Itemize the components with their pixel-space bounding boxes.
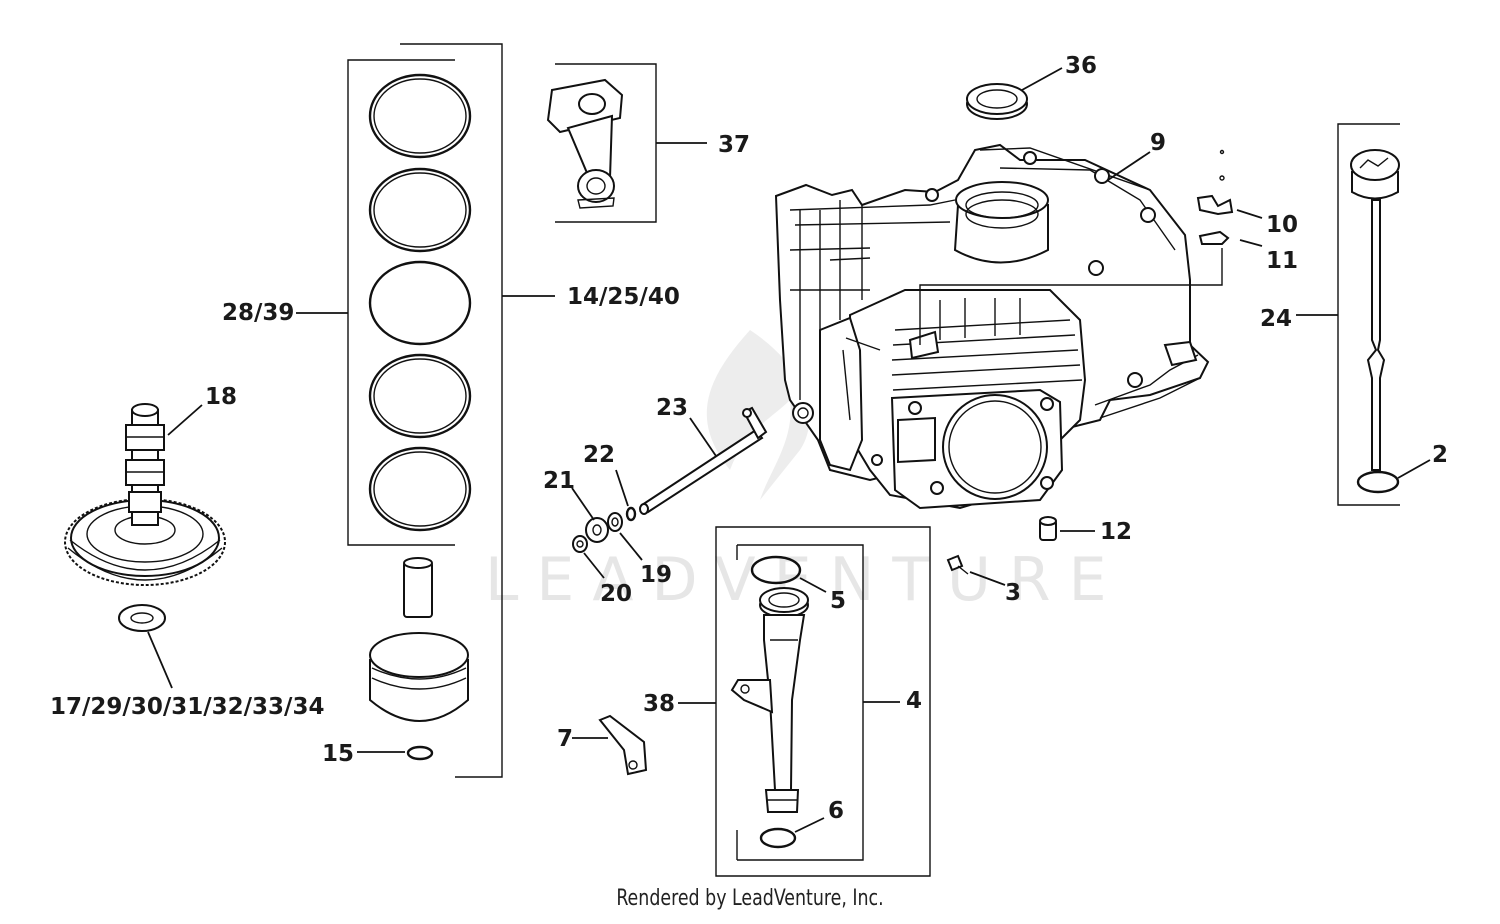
callout-2[interactable]: 2 <box>1432 442 1448 468</box>
callout-17-34[interactable]: 17/29/30/31/32/33/34 <box>50 694 324 720</box>
dipstick-o-ring[interactable] <box>1356 470 1400 494</box>
governor-seal[interactable] <box>607 512 623 532</box>
oil-fill-o-ring-top[interactable] <box>750 555 802 585</box>
callout-14-25-40[interactable]: 14/25/40 <box>567 284 680 310</box>
piston[interactable] <box>369 632 469 722</box>
callout-15[interactable]: 15 <box>322 741 354 767</box>
oil-fill-o-ring-bottom[interactable] <box>759 827 797 849</box>
piston-ring-set[interactable] <box>347 43 503 778</box>
callout-38[interactable]: 38 <box>643 691 675 717</box>
callout-5[interactable]: 5 <box>830 588 846 614</box>
callout-4[interactable]: 4 <box>906 688 922 714</box>
callout-9[interactable]: 9 <box>1150 130 1166 156</box>
callout-20[interactable]: 20 <box>600 581 632 607</box>
callout-28-39[interactable]: 28/39 <box>222 300 294 326</box>
callout-6[interactable]: 6 <box>828 798 844 824</box>
ground-terminal[interactable] <box>1196 149 1234 245</box>
oil-fill-tube[interactable] <box>730 587 809 813</box>
camshaft[interactable] <box>64 403 226 586</box>
connecting-rod[interactable] <box>546 78 624 209</box>
camshaft-shim[interactable] <box>118 604 166 632</box>
callout-3[interactable]: 3 <box>1005 580 1021 606</box>
governor-shaft[interactable] <box>639 406 768 515</box>
callout-7[interactable]: 7 <box>557 726 573 752</box>
callout-36[interactable]: 36 <box>1065 53 1097 79</box>
callout-10[interactable]: 10 <box>1266 212 1298 238</box>
dipstick[interactable] <box>1350 149 1400 471</box>
piston-pin[interactable] <box>403 557 433 618</box>
dowel-pin[interactable] <box>1039 516 1057 541</box>
piston-clip[interactable] <box>406 745 434 761</box>
callout-37[interactable]: 37 <box>718 132 750 158</box>
callout-22[interactable]: 22 <box>583 442 615 468</box>
governor-e-ring[interactable] <box>625 506 637 522</box>
callout-19[interactable]: 19 <box>640 562 672 588</box>
screw[interactable] <box>946 554 969 575</box>
governor-washer-small[interactable] <box>572 535 588 553</box>
callout-24[interactable]: 24 <box>1260 306 1292 332</box>
governor-washer[interactable] <box>585 517 609 543</box>
oil-seal[interactable] <box>966 83 1028 120</box>
mounting-bracket[interactable] <box>598 714 648 776</box>
callout-11[interactable]: 11 <box>1266 248 1298 274</box>
crankcase[interactable] <box>774 143 1210 510</box>
callout-21[interactable]: 21 <box>543 468 575 494</box>
callout-18[interactable]: 18 <box>205 384 237 410</box>
callout-23[interactable]: 23 <box>656 395 688 421</box>
footer-credit: Rendered by LeadVenture, Inc. <box>616 886 884 911</box>
callout-12[interactable]: 12 <box>1100 519 1132 545</box>
